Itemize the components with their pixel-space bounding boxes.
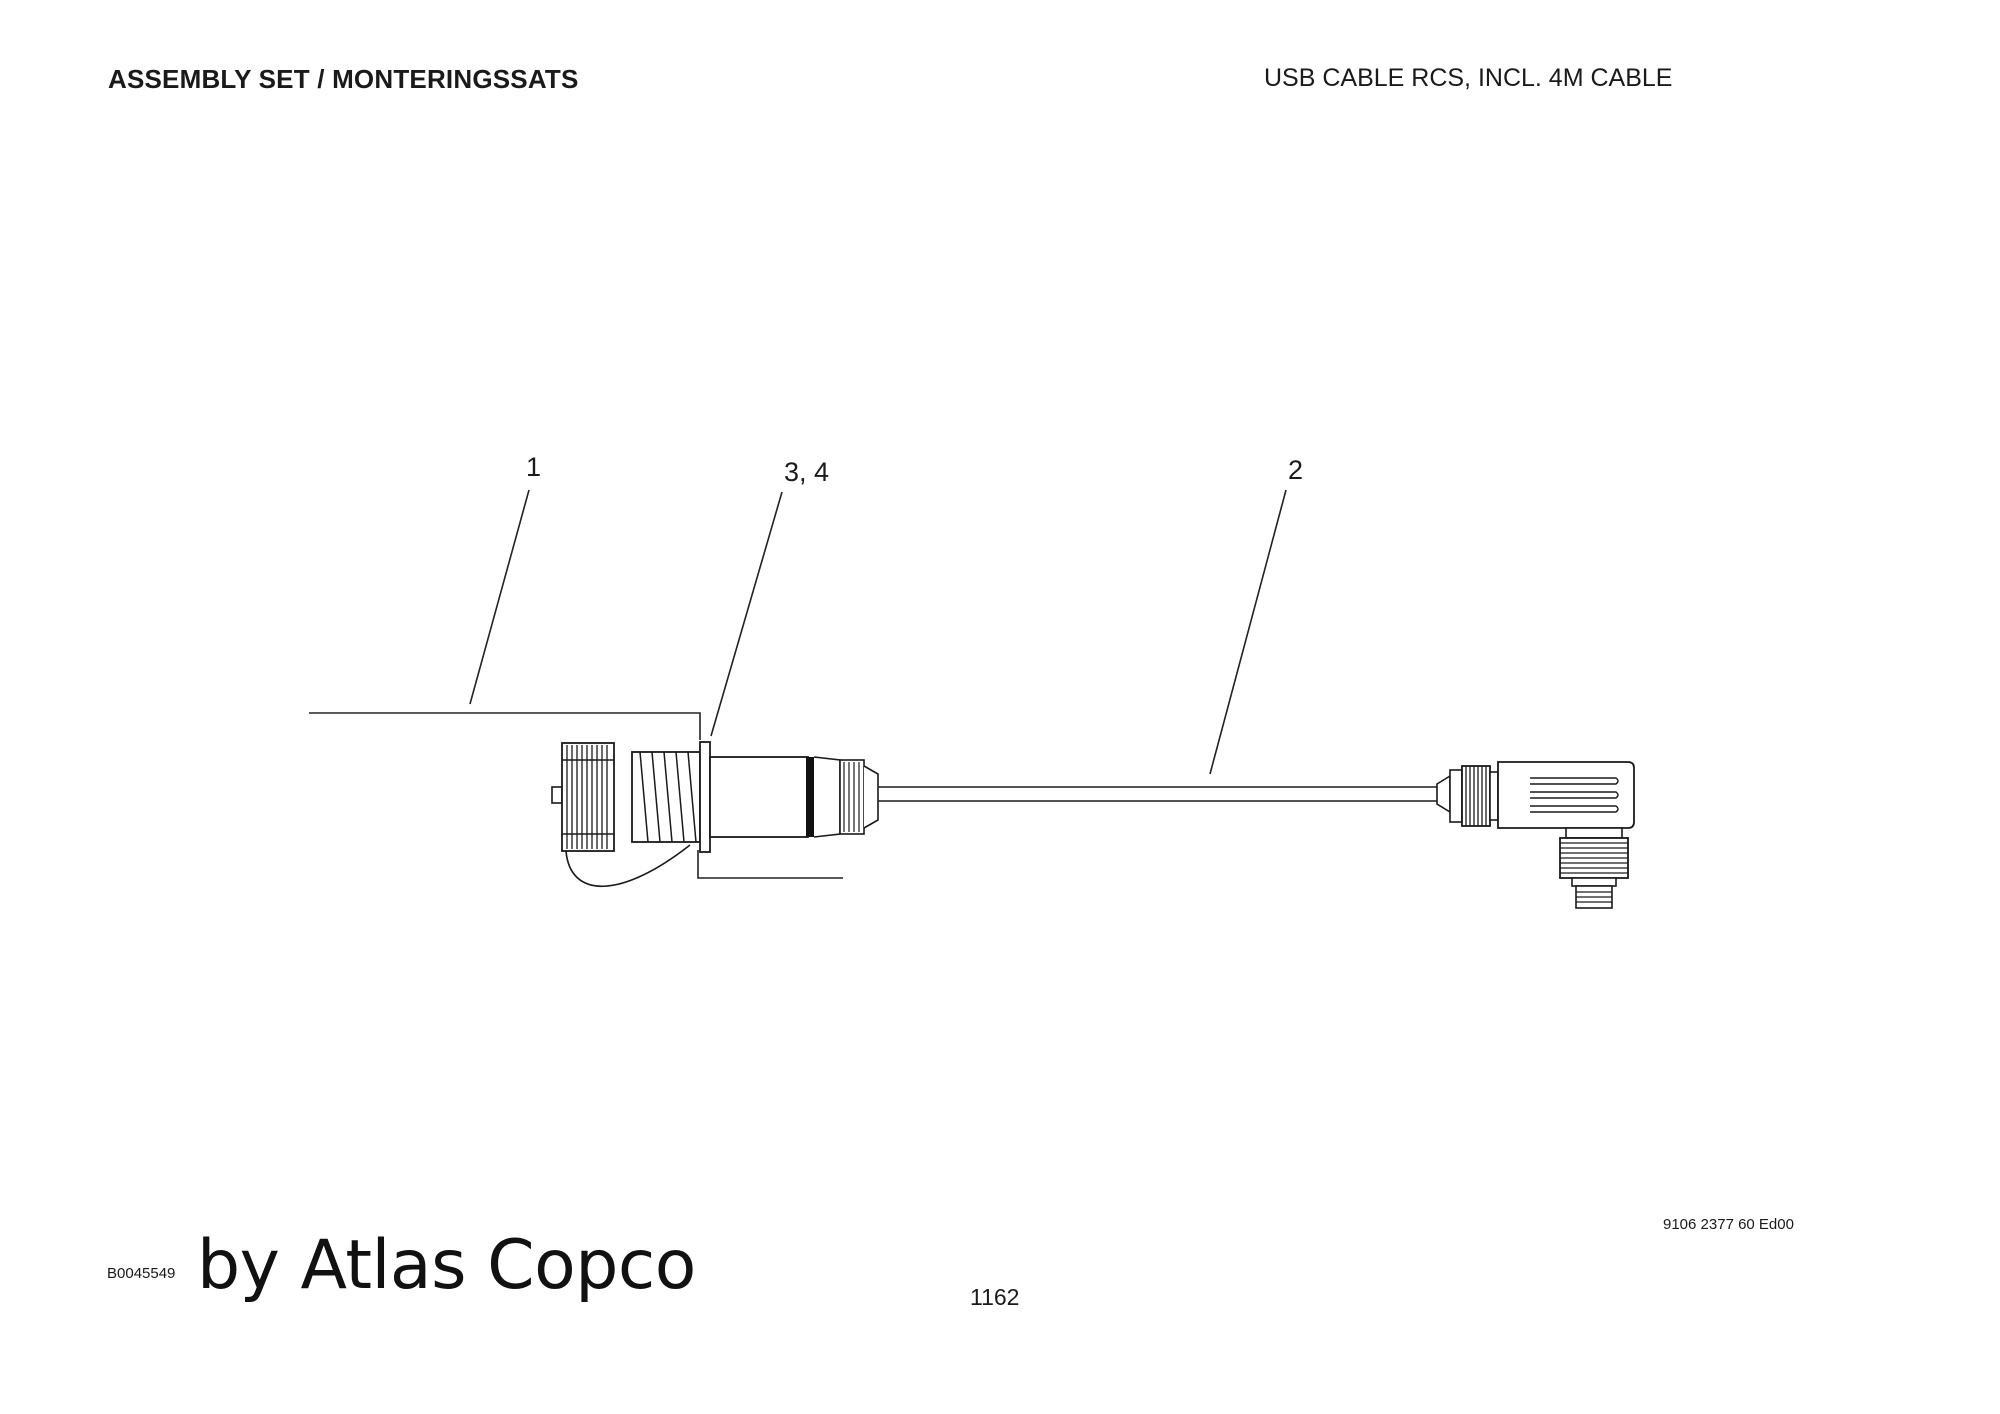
callout-label-3-4: 3, 4 — [784, 457, 829, 487]
panel-connector — [631, 741, 879, 853]
brand-text: by Atlas Copco — [197, 1226, 696, 1305]
page-number: 1162 — [970, 1284, 1020, 1310]
part-description: USB CABLE RCS, INCL. 4M CABLE — [1264, 64, 1673, 92]
angled-connector — [1436, 761, 1635, 909]
leader-line-1 — [469, 489, 530, 705]
mounting-panel — [309, 712, 843, 879]
protective-cap — [551, 742, 691, 888]
assembly-set-title: ASSEMBLY SET / MONTERINGSSATS — [108, 64, 579, 94]
callout-label-2: 2 — [1288, 455, 1303, 485]
cable — [878, 786, 1437, 802]
callout-label-1: 1 — [526, 452, 541, 482]
drawing-id: B0045549 — [107, 1265, 176, 1282]
leader-line-3-4 — [710, 491, 783, 737]
document-code: 9106 2377 60 Ed00 — [1663, 1216, 1794, 1233]
leader-line-2 — [1209, 489, 1287, 775]
